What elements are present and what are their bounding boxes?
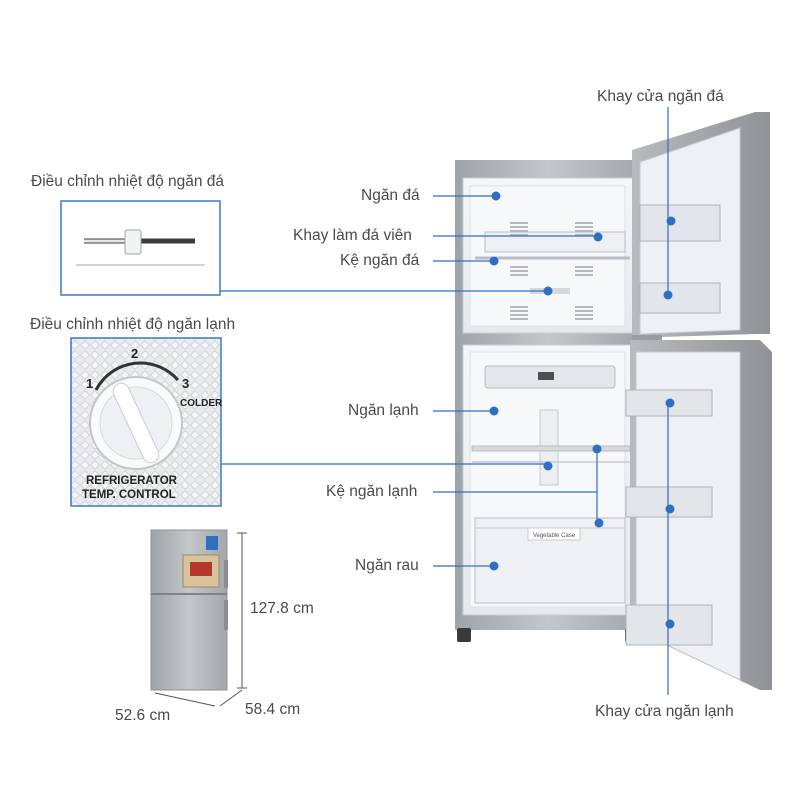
- dial-caption-line2: TEMP. CONTROL: [82, 489, 176, 501]
- fridge-door: [625, 340, 772, 690]
- label-freezer-shelf: Kệ ngăn đá: [340, 252, 420, 269]
- closed-fridge-thumbnail: [150, 529, 228, 691]
- freezer-control-inset: [60, 200, 221, 296]
- label-fridge-door-tray: Khay cửa ngăn lạnh: [595, 703, 734, 720]
- label-freezer-temp-control: Điều chỉnh nhiệt độ ngăn đá: [31, 173, 225, 190]
- dial-colder-label: COLDER: [180, 398, 223, 409]
- vegetable-case-tag: Vegetable Case: [533, 533, 576, 539]
- fridge-dial-inset: [70, 337, 222, 507]
- callout-lines: [220, 107, 669, 695]
- freezer-door: [632, 112, 770, 343]
- label-freezer-door-tray: Khay cửa ngăn đá: [597, 88, 724, 105]
- freezer-cavity: [462, 177, 634, 334]
- dimension-depth: 58.4 cm: [245, 701, 301, 718]
- dial-mark-2: 2: [131, 346, 138, 361]
- dial-caption-line1: REFRIGERATOR: [86, 475, 178, 487]
- dimension-height: 127.8 cm: [250, 600, 314, 617]
- label-fridge-shelf: Kệ ngăn lạnh: [326, 483, 418, 500]
- label-freezer-compartment: Ngăn đá: [361, 187, 420, 204]
- dimension-lines: [154, 532, 247, 707]
- label-fridge-temp-control: Điều chỉnh nhiệt độ ngăn lạnh: [30, 316, 236, 333]
- callout-dots: [489, 191, 676, 629]
- dial-mark-3: 3: [182, 376, 189, 391]
- dial-mark-1: 1: [86, 376, 93, 391]
- label-ice-tray: Khay làm đá viên: [293, 227, 412, 244]
- fridge-cavity: [462, 344, 634, 616]
- label-fridge-compartment: Ngăn lạnh: [348, 402, 419, 419]
- label-vegetable-drawer: Ngăn rau: [355, 557, 419, 574]
- dimension-width: 52.6 cm: [115, 707, 171, 724]
